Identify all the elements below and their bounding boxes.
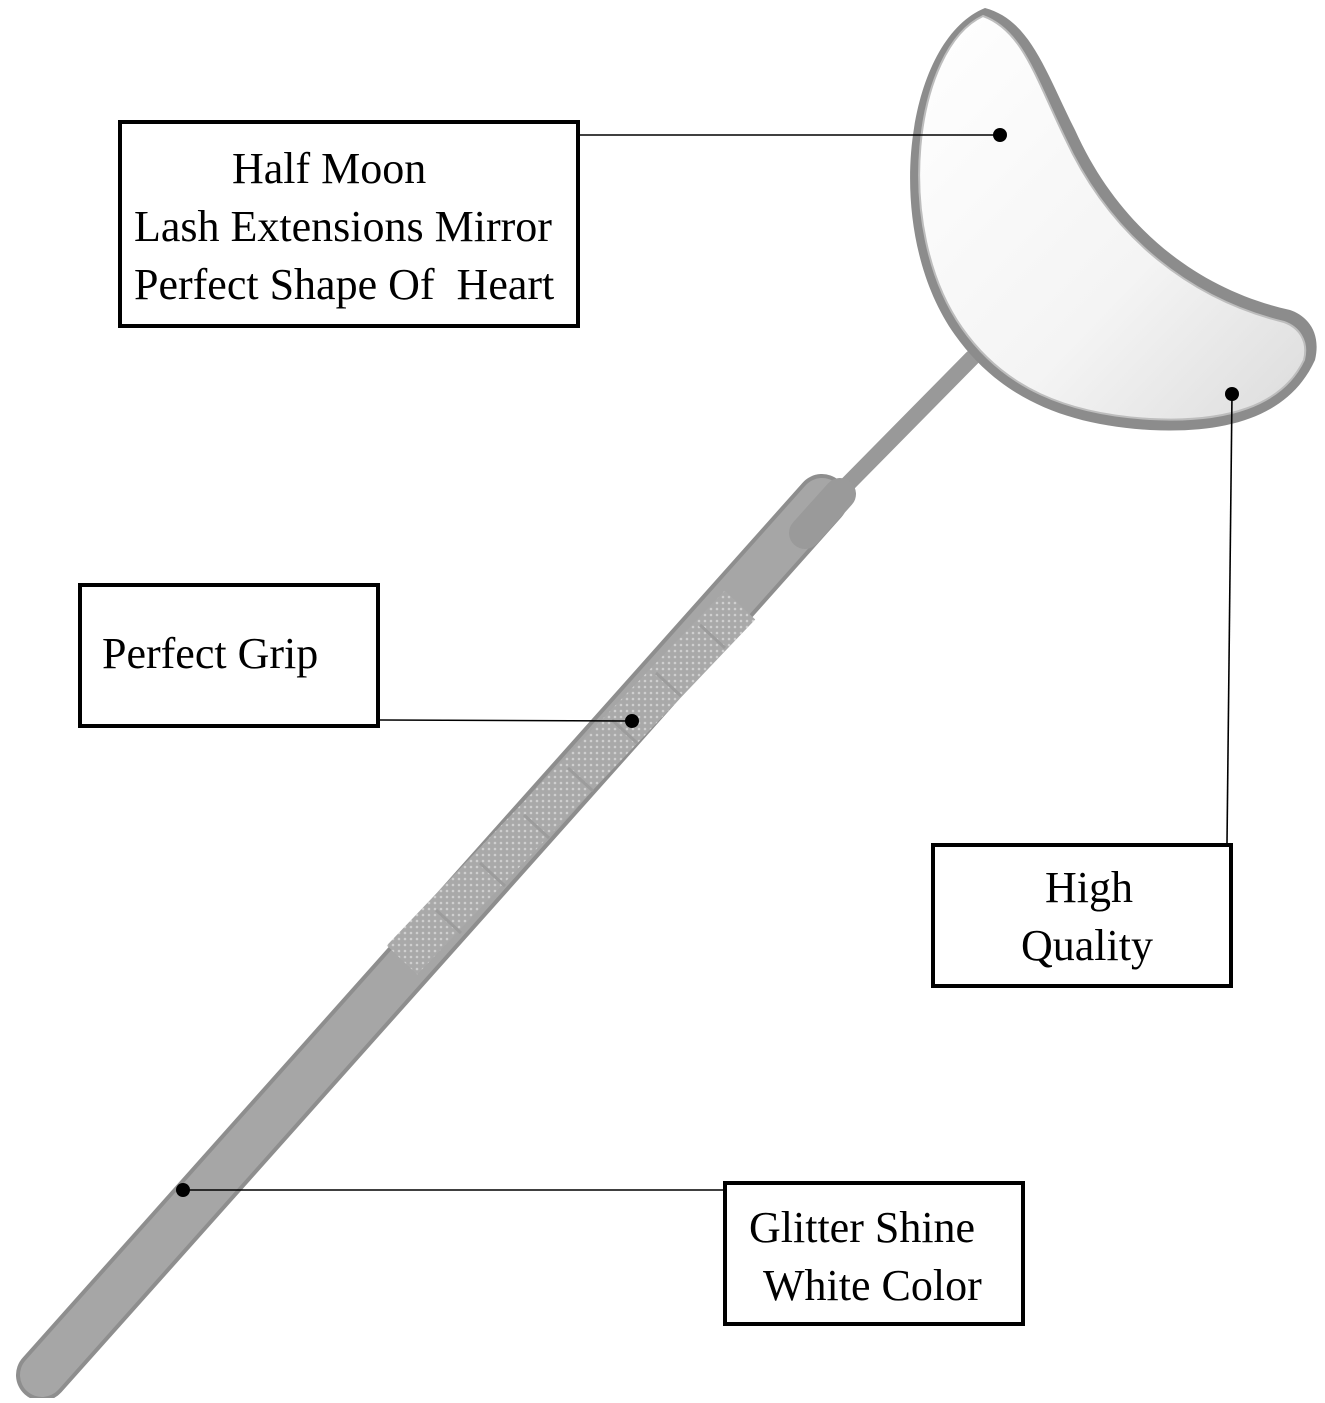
callout-dot-quality [1225, 387, 1239, 401]
callout-glitter-shine-line1: Glitter Shine [749, 1203, 976, 1252]
callout-perfect-grip-text: Perfect Grip [102, 629, 319, 678]
callout-glitter-shine-line2: White Color [763, 1261, 982, 1310]
callout-leader-lines [183, 134, 1233, 1191]
mirror-rod [824, 350, 980, 508]
callout-half-moon-line1: Half Moon [232, 144, 427, 193]
callout-high-quality-line2: Quality [1021, 921, 1153, 970]
callout-high-quality: High Quality [931, 843, 1233, 988]
callout-half-moon-line2: Lash Extensions Mirror [134, 202, 552, 251]
callout-dot-grip [625, 714, 639, 728]
callout-high-quality-line1: High [1045, 863, 1133, 912]
callout-perfect-grip: Perfect Grip [78, 583, 380, 728]
callout-glitter-shine: Glitter Shine White Color [723, 1181, 1025, 1326]
callout-half-moon: Half Moon Lash Extensions Mirror Perfect… [118, 120, 580, 328]
callout-dot-handle [176, 1183, 190, 1197]
knurled-grip [386, 590, 756, 975]
half-moon-mirror [910, 8, 1317, 431]
callout-half-moon-line3: Perfect Shape Of Heart [134, 260, 555, 309]
callout-dot-mirror [993, 128, 1007, 142]
